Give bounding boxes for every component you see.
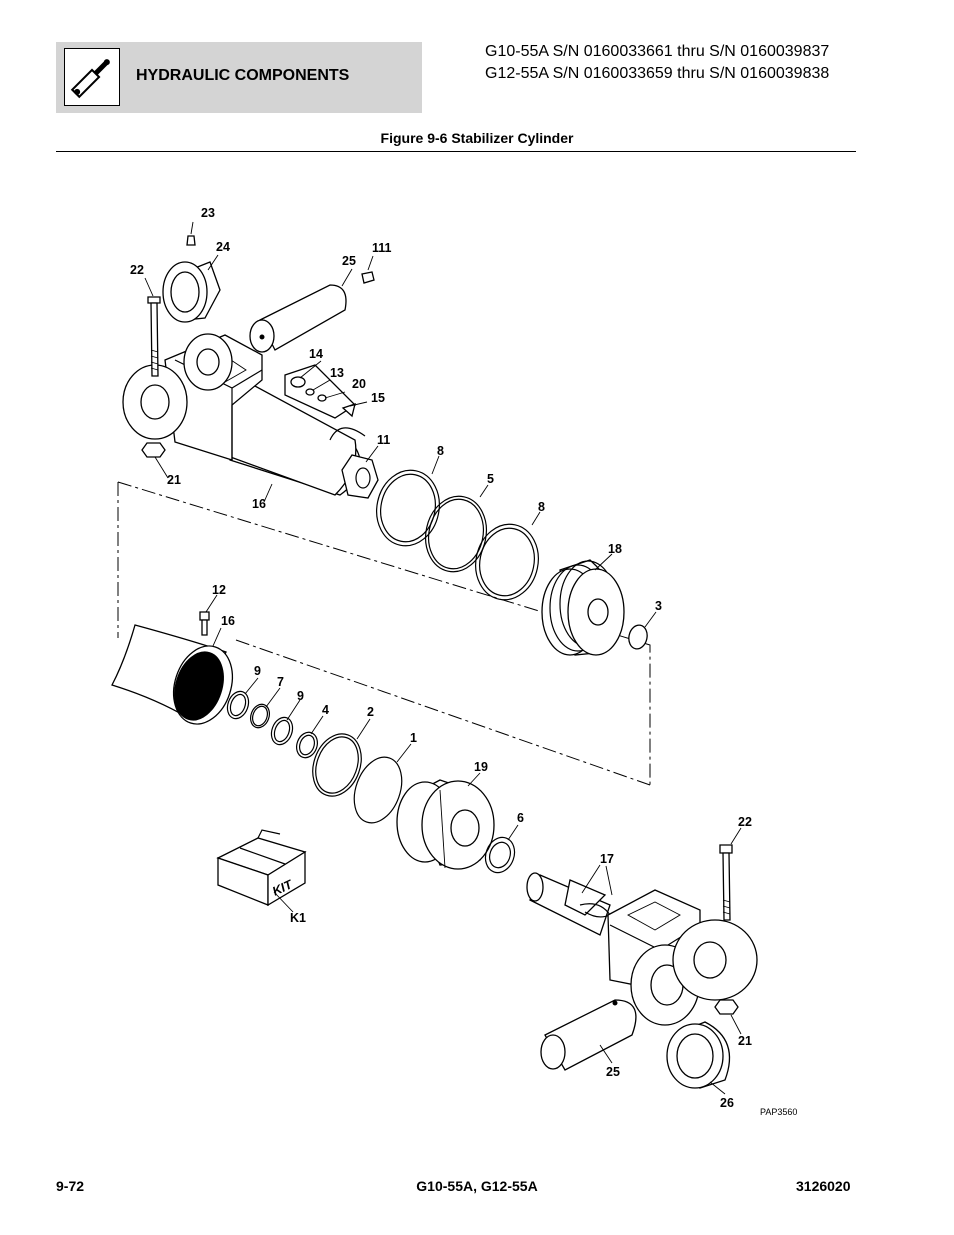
callout-6: 6 (517, 811, 524, 825)
backup-ring-1 (353, 756, 403, 824)
callout-9-second: 9 (297, 689, 304, 703)
header-divider (56, 151, 856, 152)
base-clevis (122, 333, 263, 461)
callout-14: 14 (309, 347, 323, 361)
pin-25-upper (249, 271, 375, 353)
o-ring-2 (312, 733, 362, 797)
rod-clevis (607, 889, 758, 1026)
callout-11: 11 (377, 433, 390, 447)
piston-18 (541, 559, 625, 656)
callout-8-lower: 8 (538, 500, 545, 514)
hydraulic-cylinder-icon (64, 48, 120, 106)
callout-21-lower: 21 (738, 1034, 752, 1048)
leader-lines (144, 221, 742, 1095)
bolt-22-lower (719, 844, 733, 921)
nut-21-lower (714, 999, 739, 1015)
callout-7: 7 (277, 675, 284, 689)
callout-23: 23 (201, 206, 215, 220)
callout-22-lower: 22 (738, 815, 752, 829)
callout-26: 26 (720, 1096, 734, 1110)
callout-24: 24 (216, 240, 230, 254)
callout-18: 18 (608, 542, 622, 556)
seal-rings-lower (226, 690, 318, 759)
piston-rod-17 (526, 872, 611, 936)
cylinder-barrel-cutaway (111, 611, 234, 725)
figure-title: Figure 9-6 Stabilizer Cylinder (380, 130, 574, 146)
callout-labels: 23 24 22 25 111 14 13 20 15 11 8 5 8 18 … (130, 206, 752, 1110)
callout-15: 15 (371, 391, 385, 405)
callout-8-upper: 8 (437, 444, 444, 458)
section-title: HYDRAULIC COMPONENTS (136, 67, 350, 84)
seal-rings-upper (376, 469, 539, 601)
callout-25-lower: 25 (606, 1065, 620, 1079)
callout-25: 25 (342, 254, 356, 268)
callout-3: 3 (655, 599, 662, 613)
callout-19: 19 (474, 760, 488, 774)
pin-25-lower (540, 999, 637, 1071)
port-block (284, 364, 357, 419)
callout-20: 20 (352, 377, 366, 391)
callout-k1: K1 (290, 911, 306, 925)
callout-17: 17 (600, 852, 614, 866)
manual-number: 3126020 (796, 1178, 851, 1194)
callout-2: 2 (367, 705, 374, 719)
bushing-24 (162, 235, 221, 323)
plug-3 (628, 624, 648, 650)
page-number: 9-72 (56, 1178, 85, 1194)
section-header-box: HYDRAULIC COMPONENTS (56, 42, 422, 113)
nut-11 (341, 454, 379, 499)
bushing-26 (666, 1021, 731, 1089)
callout-1: 1 (410, 731, 417, 745)
callout-5: 5 (487, 472, 494, 486)
footer-models: G10-55A, G12-55A (416, 1178, 538, 1194)
callout-13: 13 (330, 366, 344, 380)
cylinder-head-19 (396, 779, 495, 870)
serial-range-g12: G12-55A S/N 0160033659 thru S/N 01600398… (485, 65, 830, 82)
callout-9-first: 9 (254, 664, 261, 678)
callout-21-upper: 21 (167, 473, 181, 487)
callout-16-upper: 16 (252, 497, 266, 511)
bolt-22-upper (147, 296, 161, 377)
callout-12: 12 (212, 583, 226, 597)
callout-22: 22 (130, 263, 144, 277)
callout-111: 111 (372, 241, 392, 255)
callout-16-lower: 16 (221, 614, 235, 628)
callout-4: 4 (322, 703, 329, 717)
wiper-6 (484, 836, 516, 874)
seal-kit-box (216, 829, 307, 907)
drawing-id: PAP3560 (760, 1107, 797, 1117)
nut-21-upper (141, 442, 166, 458)
serial-range-g10: G10-55A S/N 0160033661 thru S/N 01600398… (485, 43, 830, 60)
